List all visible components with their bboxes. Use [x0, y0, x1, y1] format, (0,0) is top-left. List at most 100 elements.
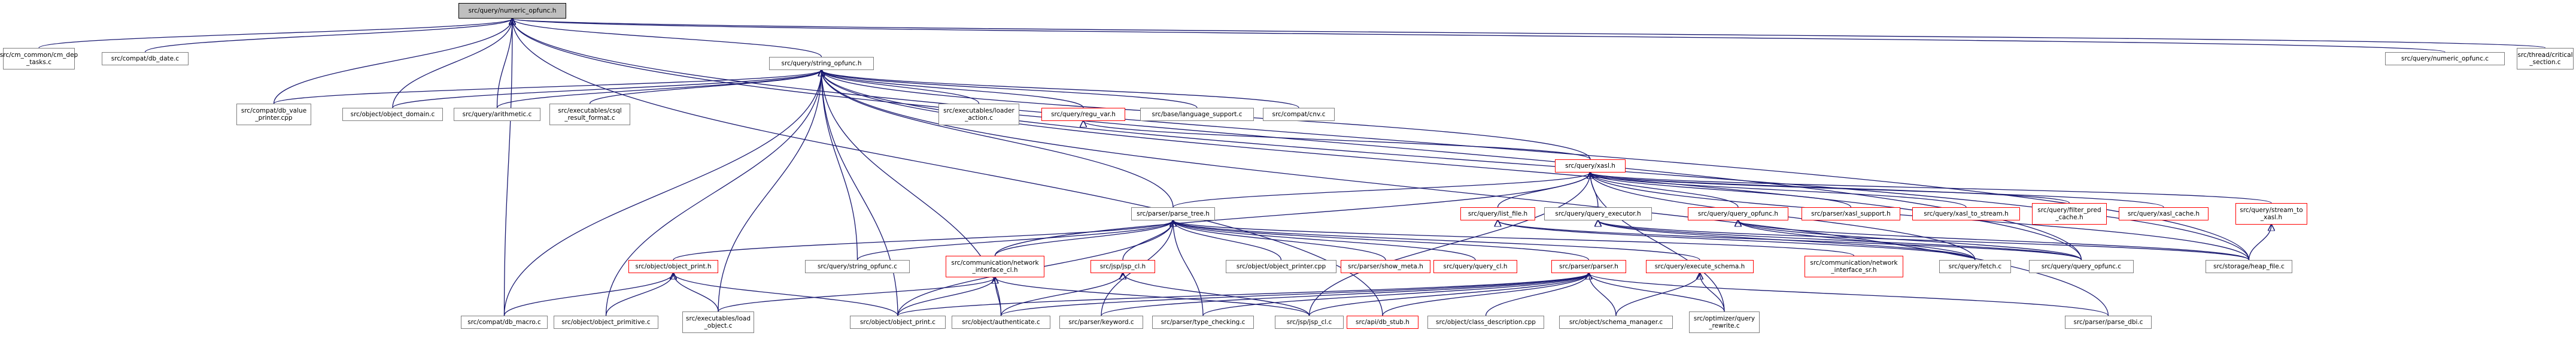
- edge-show_meta_h-to-parse_tree_h: [1173, 220, 1386, 261]
- edge-parse_tree_h-to-string_opfunc_h: [822, 70, 1174, 208]
- edge-class_description-to-parser_h: [1485, 273, 1589, 316]
- node-load-object[interactable]: src/executables/load _object.c: [682, 311, 754, 333]
- node-object-domain[interactable]: src/object/object_domain.c: [342, 108, 443, 121]
- node-query-rewrite[interactable]: src/optimizer/query _rewrite.c: [1689, 311, 1760, 333]
- edge-parser_h-to-parse_tree_h: [1173, 220, 1590, 261]
- node-heap-file-c[interactable]: src/storage/heap_file.c: [2206, 260, 2292, 273]
- edge-string_opfunc_h-to-numeric_opfunc_h: [512, 19, 822, 58]
- edge-stream_to_xasl_h-to-xasl_h: [1590, 173, 2272, 204]
- node-csql-result-format[interactable]: src/executables/csql _result_format.c: [549, 104, 630, 125]
- node-db-macro[interactable]: src/compat/db_macro.c: [461, 316, 548, 329]
- edge-parse_tree_h-to-xasl_h: [1172, 173, 1590, 208]
- node-parser-h[interactable]: src/parser/parser.h: [1551, 260, 1626, 273]
- edge-type_checking-to-parser_h: [1202, 273, 1589, 316]
- edge-db_macro-to-object_print_h: [503, 273, 674, 316]
- node-db-stub[interactable]: src/api/db_stub.h: [1347, 316, 1418, 329]
- node-keyword[interactable]: src/parser/keyword.c: [1059, 316, 1143, 329]
- edge-fetch_c-to-query_executor_h: [1598, 220, 1976, 261]
- node-object-primitive[interactable]: src/object/object_primitive.c: [554, 316, 658, 329]
- edge-language_support-to-string_opfunc_h: [822, 70, 1198, 108]
- edge-xasl_cache_h-to-xasl_h: [1590, 173, 2164, 208]
- edge-query_rewrite-to-execute_schema_h: [1700, 273, 1725, 312]
- node-query-opfunc-h[interactable]: src/query/query_opfunc.h: [1688, 207, 1788, 220]
- edge-object_print_c-to-parser_h: [897, 273, 1589, 316]
- edge-object_printer-to-parse_tree_h: [1173, 220, 1282, 261]
- edge-critical_section-to-numeric_opfunc_h: [512, 19, 2546, 49]
- edge-schema_manager-to-execute_schema_h: [1615, 273, 1700, 316]
- node-authenticate[interactable]: src/object/authenticate.c: [952, 316, 1050, 329]
- edge-fetch_c-to-query_opfunc_h: [1738, 220, 1976, 261]
- node-language-support[interactable]: src/base/language_support.c: [1140, 108, 1254, 121]
- edge-heap_file_c-to-string_opfunc_h: [822, 70, 2250, 261]
- edge-db_value_printer-to-string_opfunc_h: [273, 70, 822, 104]
- edge-object_print_h-to-parse_tree_h: [673, 220, 1173, 261]
- edge-execute_schema_h-to-parse_tree_h: [1173, 220, 1700, 261]
- node-loader-action[interactable]: src/executables/loader _action.c: [938, 104, 1019, 125]
- node-stream-to-xasl-h[interactable]: src/query/stream_to _xasl.h: [2235, 203, 2307, 225]
- edge-list_file_h-to-xasl_h: [1497, 173, 1591, 208]
- edge-loader_action-to-string_opfunc_h: [822, 70, 980, 104]
- node-object-print-c[interactable]: src/object/object_print.c: [850, 316, 946, 329]
- node-object-print-h[interactable]: src/object/object_print.h: [628, 260, 718, 273]
- node-fetch-c[interactable]: src/query/fetch.c: [1939, 260, 2011, 273]
- node-network-interface-sr-h[interactable]: src/communication/network _interface_sr.…: [1805, 256, 1903, 277]
- edge-network_interface_sr_h-to-parse_tree_h: [1173, 220, 1855, 256]
- node-schema-manager[interactable]: src/object/schema_manager.c: [1559, 316, 1673, 329]
- node-regu-var-h[interactable]: src/query/regu_var.h: [1041, 108, 1125, 121]
- edge-string_opfunc_c-to-parse_tree_h: [856, 220, 1174, 261]
- node-xasl-to-stream-h[interactable]: src/query/xasl_to_stream.h: [1912, 207, 2020, 220]
- edge-object_print_c-to-object_print_h: [673, 273, 898, 316]
- edge-load_object-to-network_interface_cl_h: [718, 277, 995, 312]
- node-parse-dbi[interactable]: src/parser/parse_dbi.c: [2065, 316, 2152, 329]
- node-class-description[interactable]: src/object/class_description.cpp: [1427, 316, 1544, 329]
- node-filter-pred-cache-h[interactable]: src/query/filter_pred _cache.h: [2032, 203, 2107, 225]
- edge-object_primitive-to-object_print_h: [605, 273, 674, 316]
- node-xasl-h[interactable]: src/query/xasl.h: [1555, 159, 1626, 173]
- node-db-date[interactable]: src/compat/db_date.c: [102, 52, 189, 65]
- edge-db_value_printer-to-numeric_opfunc_h: [273, 19, 513, 104]
- node-object-printer[interactable]: src/object/object_printer.cpp: [1226, 260, 1336, 273]
- node-query-opfunc-c[interactable]: src/query/query_opfunc.c: [2029, 260, 2134, 273]
- node-string-opfunc-c[interactable]: src/query/string_opfunc.c: [805, 260, 910, 273]
- node-jsp-cl-h[interactable]: src/jsp/jsp_cl.h: [1090, 260, 1155, 273]
- node-xasl-cache-h[interactable]: src/query/xasl_cache.h: [2119, 207, 2209, 220]
- node-numeric-opfunc-c[interactable]: src/query/numeric_opfunc.c: [2385, 52, 2505, 65]
- edge-object_domain-to-numeric_opfunc_h: [392, 19, 512, 108]
- edge-regu_var_h-to-string_opfunc_h: [822, 70, 1084, 108]
- node-query-cl-h[interactable]: src/query/query_cl.h: [1433, 260, 1517, 273]
- edge-parse_dbi-to-parser_h: [1589, 273, 2109, 316]
- edge-xasl_support_h-to-xasl_h: [1590, 173, 1852, 208]
- node-cnv[interactable]: src/compat/cnv.c: [1263, 108, 1335, 121]
- node-show-meta-h[interactable]: src/parser/show_meta.h: [1341, 260, 1430, 273]
- node-network-interface-cl-h[interactable]: src/communication/network _interface_cl.…: [946, 256, 1044, 277]
- edge-query_opfunc_c-to-query_opfunc_h: [1738, 220, 2082, 261]
- edge-heap_file_c-to-query_executor_h: [1598, 220, 2250, 261]
- edge-db_stub-to-parser_h: [1382, 273, 1589, 316]
- edge-heap_file_c-to-query_opfunc_h: [1738, 220, 2250, 261]
- node-xasl-support-h[interactable]: src/parser/xasl_support.h: [1802, 207, 1900, 220]
- edge-query_cl_h-to-parse_tree_h: [1173, 220, 1476, 261]
- node-cm-dep-tasks[interactable]: src/cm_common/cm_dep _tasks.c: [0, 48, 78, 69]
- node-string-opfunc-h[interactable]: src/query/string_opfunc.h: [769, 57, 874, 70]
- edge-parse_dbi-to-string_opfunc_h: [822, 70, 2109, 316]
- node-db-value-printer[interactable]: src/compat/db_value _printer.cpp: [236, 104, 311, 125]
- node-arithmetic[interactable]: src/query/arithmetic.c: [454, 108, 540, 121]
- node-execute-schema-h[interactable]: src/query/execute_schema.h: [1646, 260, 1754, 273]
- edge-query_rewrite-to-xasl_h: [1590, 173, 1725, 312]
- node-critical-section[interactable]: src/thread/critical _section.c: [2517, 48, 2574, 69]
- node-parse-tree-h[interactable]: src/parser/parse_tree.h: [1131, 207, 1215, 220]
- edge-authenticate-to-jsp_cl_h: [1000, 273, 1123, 316]
- edge-authenticate-to-parser_h: [1000, 273, 1589, 316]
- edge-query_opfunc_c-to-string_opfunc_h: [822, 70, 2082, 261]
- edge-db_date-to-numeric_opfunc_h: [144, 19, 513, 53]
- node-list-file-h[interactable]: src/query/list_file.h: [1460, 207, 1535, 220]
- edge-heap_file_c-to-stream_to_xasl_h: [2248, 225, 2272, 261]
- node-jsp-cl-c[interactable]: src/jsp/jsp_cl.c: [1275, 316, 1344, 329]
- node-type-checking[interactable]: src/parser/type_checking.c: [1152, 316, 1254, 329]
- edge-arithmetic-to-numeric_opfunc_h: [496, 19, 513, 108]
- edge-object_domain-to-string_opfunc_h: [392, 70, 822, 108]
- node-query-executor-h[interactable]: src/query/query_executor.h: [1544, 207, 1652, 220]
- edge-db_macro-to-numeric_opfunc_h: [503, 19, 513, 316]
